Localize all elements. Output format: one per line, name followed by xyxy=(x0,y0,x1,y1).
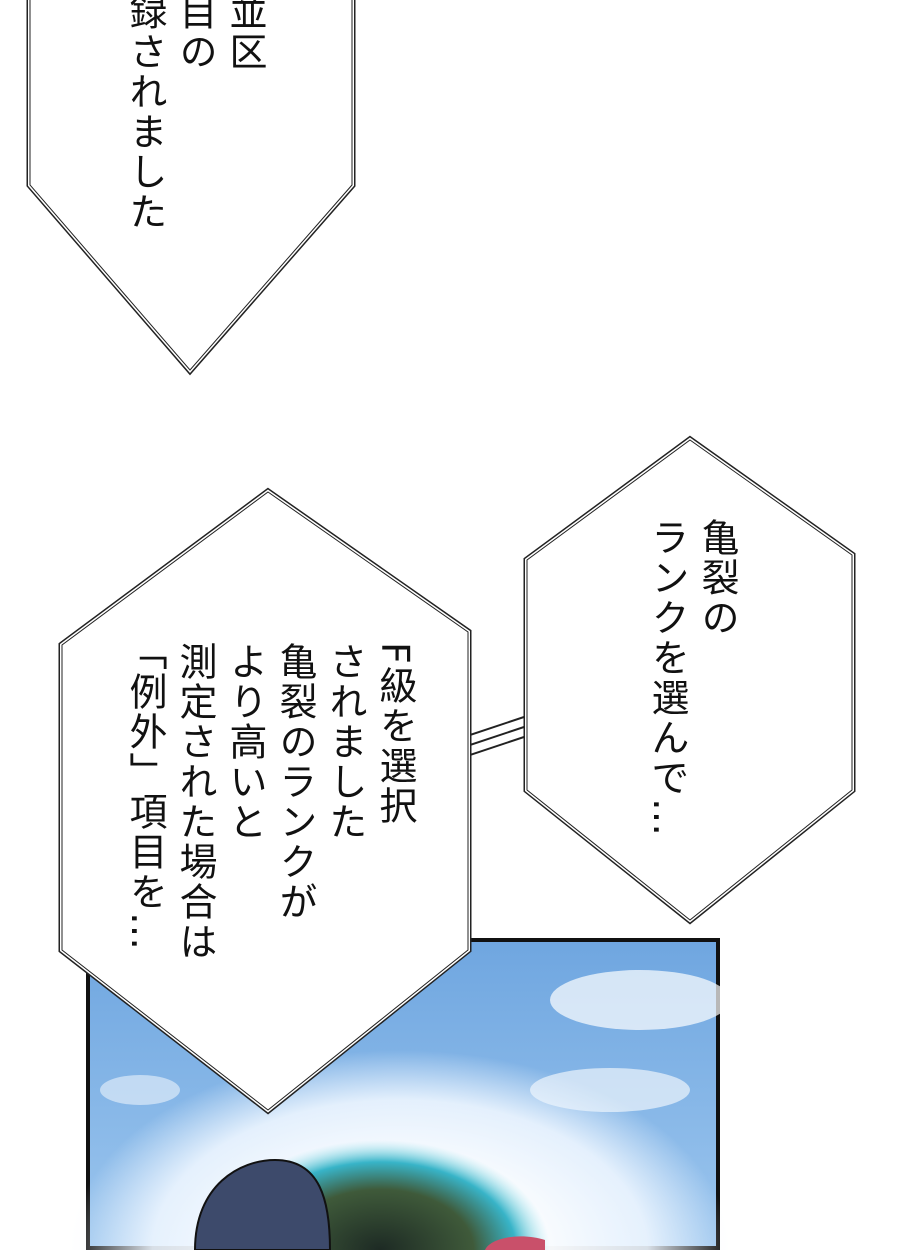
left-bubble-line-1: F級を選択 xyxy=(373,642,417,826)
left-bubble-line-5: 測定された場合は xyxy=(173,642,217,962)
top-bubble-line-1: 並区 xyxy=(223,0,267,72)
right-speech-bubble xyxy=(523,435,856,925)
right-bubble-line-1: 亀裂の xyxy=(695,518,739,638)
top-speech-bubble xyxy=(26,0,356,376)
character-head xyxy=(193,1158,332,1250)
left-speech-bubble xyxy=(58,487,472,1115)
cloud xyxy=(100,1075,180,1105)
left-bubble-line-6: 「例外」項目を… xyxy=(123,632,167,952)
cloud xyxy=(550,970,730,1030)
left-bubble-line-4: より高いと xyxy=(223,642,267,842)
top-bubble-line-3: 録されました xyxy=(123,0,167,232)
left-bubble-line-2: されました xyxy=(323,642,367,842)
right-bubble-line-2: ランクを選んで… xyxy=(645,518,689,838)
top-bubble-line-2: 目の xyxy=(173,0,217,72)
character-head-red xyxy=(485,1236,545,1250)
left-bubble-line-3: 亀裂のランクが xyxy=(273,642,317,922)
